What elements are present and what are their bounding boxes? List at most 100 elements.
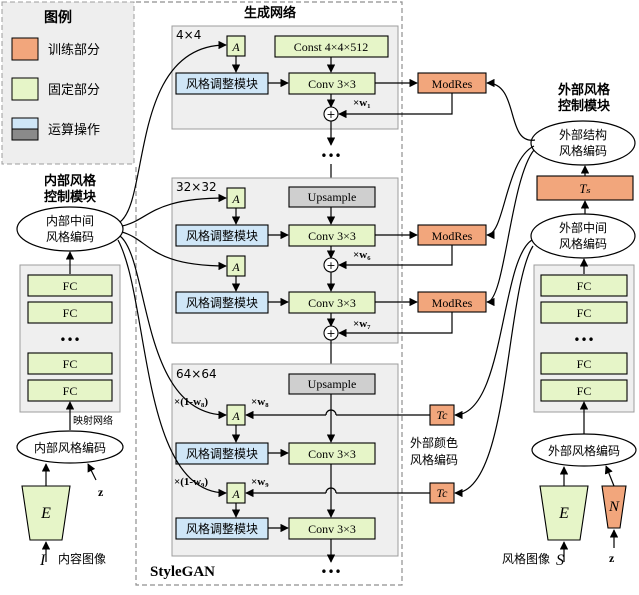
- plus-label: +: [326, 259, 335, 272]
- legend-label-fixed: 固定部分: [48, 83, 100, 98]
- conv-label: Conv 3×3: [308, 77, 356, 91]
- style-module-label: 风格调整模块: [186, 228, 258, 243]
- internal-title-line1: 内部风格: [44, 173, 97, 189]
- plus-label: +: [326, 108, 335, 121]
- encoder-e-internal: [21, 485, 71, 541]
- a-label: A: [231, 409, 240, 423]
- external-struct-line1: 外部结构: [559, 127, 607, 142]
- res-32-label: 32×32: [176, 180, 217, 194]
- legend: 图例 训练部分 固定部分 运算操作: [1, 1, 135, 165]
- external-struct-line2: 风格编码: [559, 143, 607, 158]
- upsample-label-1: Upsample: [308, 190, 357, 204]
- fc-box: [540, 352, 628, 375]
- encoder-e-internal-label: E: [40, 505, 51, 522]
- external-fc-dots: •••: [573, 333, 594, 347]
- stylegan-label: StyleGAN: [150, 564, 215, 580]
- legend-label-ops: 运算操作: [48, 122, 100, 138]
- encoder-e-external-label: E: [558, 505, 569, 522]
- fc-box: [27, 301, 113, 324]
- external-mid-code-ellipse: [530, 213, 636, 259]
- noise-n-label: N: [608, 499, 620, 515]
- fc-label: FC: [63, 384, 78, 398]
- internal-mid-code-line2: 风格编码: [46, 229, 94, 244]
- w7-label: ×w₇: [353, 318, 371, 330]
- a-label: A: [231, 192, 240, 206]
- conv-label: Conv 3×3: [308, 447, 356, 461]
- block-32x32: 32×32 Upsample A 风格调整模块 Conv 3×3 + ×w₆ A…: [171, 177, 399, 344]
- external-z-label: z: [609, 551, 615, 565]
- style-module-label: 风格调整模块: [186, 76, 258, 91]
- external-style-module: 外部风格 控制模块 外部结构 风格编码 Tₛ 外部中间 风格编码 FC FC •…: [502, 82, 637, 569]
- a-label: A: [231, 487, 240, 501]
- generator-title: 生成网络: [244, 5, 296, 21]
- a-label: A: [231, 260, 240, 274]
- dots-2: •••: [320, 565, 341, 579]
- fc-label: FC: [63, 306, 78, 320]
- legend-title: 图例: [44, 9, 72, 26]
- fc-label: FC: [577, 306, 592, 320]
- legend-label-trained: 训练部分: [48, 43, 100, 58]
- external-title-line1: 外部风格: [557, 82, 611, 98]
- legend-swatch-trained: [11, 37, 39, 61]
- fc-box: [27, 274, 113, 297]
- external-color-label-line1: 外部颜色: [410, 435, 458, 450]
- internal-code-label: 内部风格编码: [34, 440, 106, 455]
- legend-swatch-op-blue: [11, 117, 39, 130]
- external-mid-code-line2: 风格编码: [559, 236, 607, 251]
- res-64-label: 64×64: [176, 367, 217, 381]
- w1-label: ×w₁: [353, 97, 371, 109]
- style-module-label: 风格调整模块: [186, 446, 258, 461]
- upsample-box-1: [288, 186, 376, 208]
- external-mid-code-line1: 外部中间: [559, 220, 607, 235]
- style-module-label: 风格调整模块: [186, 295, 258, 310]
- plus-label: +: [326, 327, 335, 340]
- dots-1: •••: [320, 149, 341, 163]
- fc-label: FC: [63, 279, 78, 293]
- conv-label: Conv 3×3: [308, 296, 356, 310]
- res-4-label: 4×4: [176, 28, 201, 42]
- fc-box: [540, 274, 628, 297]
- modres-label-1: ModRes: [432, 77, 473, 91]
- fc-box: [27, 352, 113, 375]
- tc-label-2: Tc: [437, 486, 449, 500]
- internal-mid-code-line1: 内部中间: [46, 213, 94, 228]
- content-image-symbol: I: [39, 552, 46, 569]
- modres-label-2: ModRes: [432, 229, 473, 243]
- one-minus-w9-label: ×(1-w₉): [174, 476, 208, 488]
- content-image-label: 内容图像: [58, 551, 106, 566]
- ts-label: Tₛ: [579, 181, 591, 196]
- fc-label: FC: [577, 384, 592, 398]
- conv-box: [288, 442, 376, 465]
- block-64x64: 64×64 Upsample ×(1-w₈) ×w₈ A 风格调整模块 Conv…: [171, 363, 399, 557]
- conv-label: Conv 3×3: [308, 522, 356, 536]
- w8-label: ×w₈: [251, 396, 269, 408]
- upsample-label-2: Upsample: [308, 377, 357, 391]
- external-struct-ellipse: [530, 120, 636, 166]
- mapping-network-label: 映射网络: [73, 414, 113, 427]
- block-4x4: 4×4 A Const 4×4×512 风格调整模块 Conv 3×3 + ×w…: [171, 25, 399, 130]
- w6-label: ×w₆: [353, 249, 371, 261]
- external-color-label-line2: 风格编码: [410, 452, 458, 467]
- conv-label: Conv 3×3: [308, 229, 356, 243]
- internal-code-ellipse: [16, 430, 124, 464]
- style-module-label: 风格调整模块: [186, 521, 258, 536]
- style-image-label: 风格图像: [502, 551, 550, 566]
- external-code-ellipse: [531, 433, 637, 467]
- external-title-line2: 控制模块: [558, 98, 611, 114]
- legend-swatch-op-gray: [11, 128, 39, 141]
- fc-label: FC: [577, 279, 592, 293]
- fc-box: [540, 301, 628, 324]
- external-code-label: 外部风格编码: [548, 443, 620, 458]
- conv-box: [288, 517, 376, 540]
- upsample-box-2: [288, 373, 376, 395]
- one-minus-w8-label: ×(1-w₈): [174, 396, 208, 408]
- style-image-symbol: S: [556, 552, 564, 569]
- internal-mid-code-ellipse: [16, 206, 124, 252]
- modres-label-3: ModRes: [432, 296, 473, 310]
- internal-fc-dots: •••: [59, 333, 80, 347]
- legend-swatch-fixed: [11, 77, 39, 101]
- fc-box: [540, 379, 628, 402]
- w9-label: ×w₉: [251, 476, 269, 488]
- fc-label: FC: [63, 357, 78, 371]
